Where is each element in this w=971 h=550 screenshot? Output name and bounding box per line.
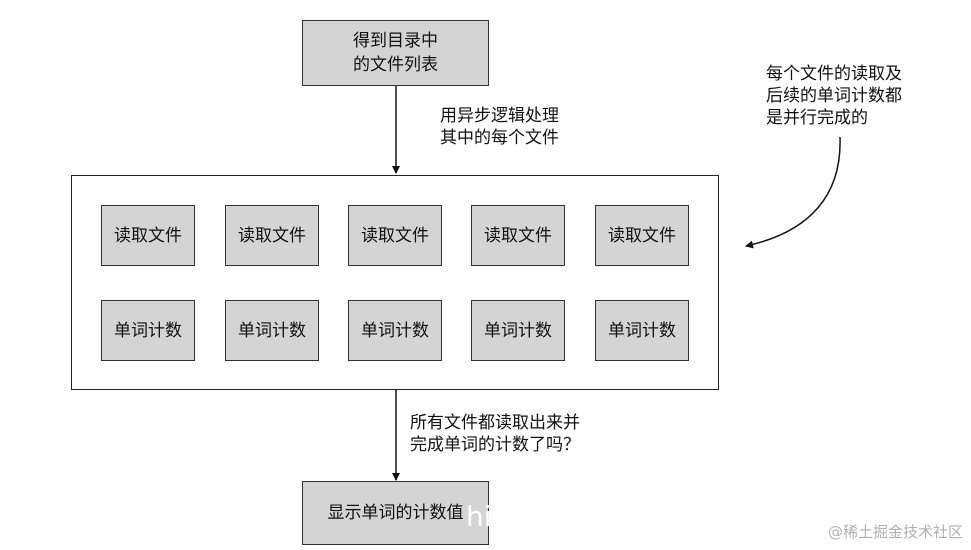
node-word-count-label: 单词计数: [361, 320, 429, 341]
node-read-file-label: 读取文件: [361, 225, 429, 246]
overlay-text: hi: [466, 500, 492, 533]
node-display-word-counts-label: 显示单词的计数值: [327, 503, 464, 523]
node-read-file-label: 读取文件: [484, 225, 552, 246]
note-async-processing: 用异步逻辑处理 其中的每个文件: [440, 106, 559, 148]
node-word-count-label: 单词计数: [114, 320, 182, 341]
node-word-count: 单词计数: [225, 300, 319, 361]
node-read-file-label: 读取文件: [238, 225, 306, 246]
node-word-count: 单词计数: [471, 300, 565, 361]
node-display-word-counts: 显示单词的计数值: [302, 481, 489, 545]
node-word-count-label: 单词计数: [484, 320, 552, 341]
node-read-file: 读取文件: [101, 205, 195, 266]
node-word-count-label: 单词计数: [608, 320, 676, 341]
node-read-file: 读取文件: [471, 205, 565, 266]
node-word-count: 单词计数: [595, 300, 689, 361]
node-read-file-label: 读取文件: [608, 225, 676, 246]
note-parallel: 每个文件的读取及 后续的单词计数都 是并行完成的: [766, 64, 902, 128]
node-read-file: 读取文件: [225, 205, 319, 266]
watermark: @稀土掘金技术社区: [827, 523, 963, 541]
node-read-file-label: 读取文件: [114, 225, 182, 246]
curved-arrow-parallel: [745, 136, 841, 249]
node-read-file: 读取文件: [595, 205, 689, 266]
node-word-count: 单词计数: [101, 300, 195, 361]
node-word-count: 单词计数: [348, 300, 442, 361]
note-all-done-question: 所有文件都读取出来并 完成单词的计数了吗？: [410, 413, 580, 455]
node-get-file-list: 得到目录中 的文件列表: [302, 20, 489, 86]
node-get-file-list-label: 得到目录中 的文件列表: [353, 31, 438, 75]
node-read-file: 读取文件: [348, 205, 442, 266]
node-word-count-label: 单词计数: [238, 320, 306, 341]
